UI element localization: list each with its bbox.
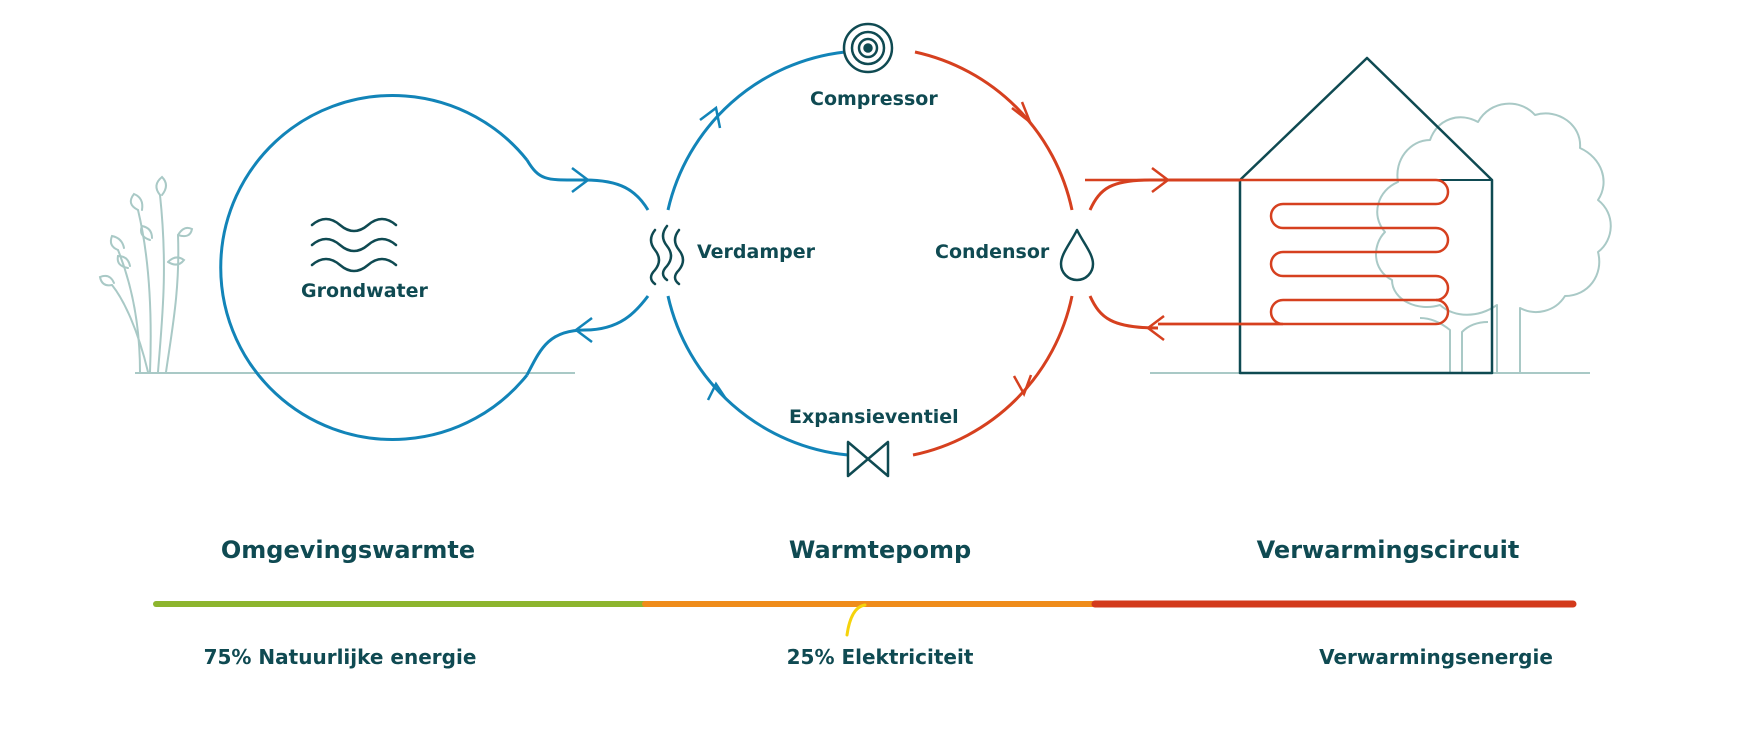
arrow-up-lower-icon bbox=[706, 381, 728, 401]
circuit-hot-side bbox=[912, 50, 1074, 457]
heat-waves-icon bbox=[649, 224, 685, 286]
groundwater-label: Grondwater bbox=[301, 280, 428, 302]
arrow-up-upper-icon bbox=[699, 105, 722, 129]
heating-flow-return bbox=[1088, 295, 1159, 330]
arrow-out-icon bbox=[573, 317, 593, 343]
section-heat-pump: Warmtepomp bbox=[788, 536, 972, 564]
natural-energy-label: 75% Natuurlijke energie bbox=[203, 645, 477, 669]
expansion-valve-label: Expansieventiel bbox=[789, 406, 959, 428]
heating-energy-label: Verwarmingsenergie bbox=[1319, 645, 1553, 669]
section-ambient-heat: Omgevingswarmte bbox=[220, 536, 476, 564]
droplet-icon bbox=[1059, 228, 1095, 282]
arrow-down-upper-icon bbox=[1011, 101, 1033, 126]
groundwater-flow-in bbox=[525, 159, 650, 211]
section-heating-circuit: Verwarmingscircuit bbox=[1256, 536, 1520, 564]
grass-icon bbox=[98, 175, 194, 373]
circuit-cold-side bbox=[666, 50, 849, 457]
compressor-label: Compressor bbox=[810, 88, 938, 110]
spiral-icon bbox=[842, 22, 894, 74]
heating-flow-out bbox=[1088, 178, 1240, 211]
coil-return-line bbox=[1158, 298, 1450, 326]
groundwater-flow-out bbox=[525, 295, 650, 376]
arrow-left-icon bbox=[1145, 315, 1165, 341]
energy-bar bbox=[153, 600, 1577, 637]
valve-icon bbox=[846, 440, 890, 478]
tree-icon bbox=[1374, 102, 1612, 372]
waves-icon bbox=[310, 217, 398, 273]
floor-heating-coil bbox=[1085, 178, 1450, 326]
electricity-label: 25% Elektriciteit bbox=[786, 645, 974, 669]
condenser-label: Condensor bbox=[935, 241, 1050, 263]
groundwater-loop bbox=[219, 94, 529, 441]
arrow-in-icon bbox=[571, 167, 591, 193]
arrow-down-lower-icon bbox=[1012, 374, 1033, 397]
evaporator-label: Verdamper bbox=[697, 241, 815, 263]
arrow-right-icon bbox=[1151, 167, 1171, 193]
house-icon bbox=[1238, 56, 1494, 375]
